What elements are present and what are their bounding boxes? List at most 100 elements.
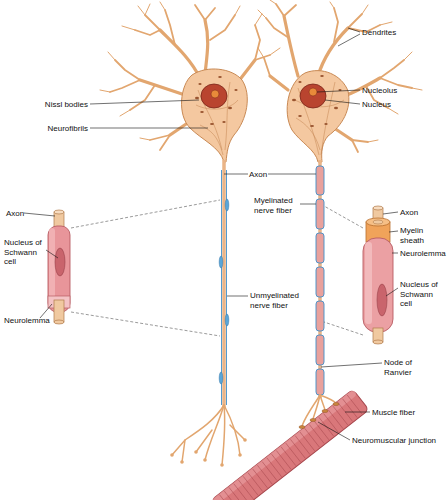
terminal-knobs	[194, 450, 198, 454]
nissl-bodies	[210, 123, 214, 125]
axon-terminals	[172, 405, 245, 465]
nissl-bodies	[298, 81, 301, 83]
leader-line	[345, 412, 370, 413]
leader-line	[24, 28, 398, 440]
leader-line	[321, 363, 382, 367]
dendrites	[140, 80, 188, 96]
muscle-fiber	[220, 395, 362, 500]
dendrites	[108, 52, 115, 60]
myelinated-axon	[316, 267, 324, 297]
inset-myelinated	[377, 284, 387, 316]
dendrites	[258, 10, 266, 18]
nissl-bodies	[195, 97, 199, 99]
nissl-bodies	[234, 89, 237, 91]
nissl-bodies	[334, 107, 338, 109]
dendrites	[145, 15, 160, 30]
nissl-bodies	[198, 83, 201, 85]
nissl-bodies	[298, 115, 302, 117]
neurofibrils	[200, 125, 223, 155]
dendrites	[255, 14, 262, 25]
inset-myelinated	[324, 322, 363, 335]
myelinated-axon	[316, 233, 324, 263]
dendrites	[404, 52, 412, 60]
part-label: Nucleus of Schwann cell	[400, 280, 446, 309]
nissl-bodies	[195, 75, 342, 127]
dendrites	[412, 88, 422, 90]
dendrites	[145, 4, 150, 15]
dendrites	[270, 0, 276, 4]
part-label: Node of Ranvier	[384, 358, 424, 377]
axon-terminals	[320, 395, 336, 403]
inset-unmyelinated	[55, 248, 65, 276]
leader-line	[300, 204, 316, 205]
dendrites	[284, 16, 298, 76]
unmyelinated-axon	[219, 160, 229, 408]
dendrites	[270, 48, 280, 55]
inset-myelinated	[363, 238, 393, 332]
part-label: Unmyelinated nerve fiber	[250, 291, 306, 310]
muscle-fiber	[276, 450, 291, 469]
myelinated-axon	[316, 335, 324, 365]
part-label: Dendrites	[362, 28, 422, 38]
terminal-knobs	[243, 438, 247, 442]
dendrites	[362, 5, 368, 14]
myelinated-axon	[316, 166, 324, 395]
dendrites	[334, 8, 338, 42]
dendrites	[258, 0, 422, 152]
dendrites	[368, 140, 378, 142]
unmyelinated-axon	[221, 170, 222, 405]
nissl-bodies	[218, 76, 222, 78]
dendrites	[135, 30, 160, 35]
dendrites	[352, 140, 368, 142]
inset-myelinated	[324, 206, 393, 344]
dendrites	[120, 110, 130, 116]
muscle-fiber	[234, 484, 249, 500]
dendrites	[380, 22, 392, 25]
neuromuscular-junction	[310, 418, 316, 421]
leader-line	[386, 288, 398, 296]
leader-line	[227, 296, 248, 297]
muscle-fiber	[267, 458, 282, 477]
terminal-knobs	[238, 453, 242, 457]
neuromuscular-junction	[299, 425, 305, 428]
cell-nucleus	[201, 84, 227, 108]
cell-body	[182, 69, 248, 162]
axon-terminals	[224, 405, 240, 455]
dendrites	[130, 85, 155, 110]
dendrites	[258, 48, 264, 58]
dendrites	[160, 2, 165, 10]
muscle-fiber	[328, 410, 343, 429]
part-label: Axon	[6, 209, 36, 219]
part-label: Neurofibrils	[8, 124, 88, 134]
muscle-fiber	[333, 406, 348, 425]
muscle-fiber	[305, 428, 320, 447]
part-label: Neurolemma	[4, 316, 52, 326]
unmyelinated-axon	[219, 372, 223, 384]
dendrites	[330, 2, 334, 8]
nissl-bodies	[324, 123, 327, 125]
leader-line	[392, 253, 398, 254]
muscle-fiber	[211, 389, 369, 500]
muscle-fiber	[300, 432, 315, 451]
dendrites	[138, 6, 145, 15]
part-label: Axon	[400, 208, 448, 218]
part-label: Nucleus of Schwann cell	[4, 238, 48, 267]
dendrites	[348, 14, 362, 28]
axon-terminals	[205, 405, 224, 460]
inset-myelinated	[373, 340, 383, 344]
part-label: Axon	[249, 170, 269, 180]
terminal-knobs	[170, 438, 247, 467]
muscle-fiber	[211, 389, 369, 500]
muscle-fiber	[238, 480, 253, 499]
dendrites	[160, 30, 200, 78]
dendrites	[334, 128, 352, 140]
myelinated-axon	[316, 301, 324, 331]
dendrites	[205, 20, 208, 74]
part-label: Nucleus	[362, 100, 422, 110]
nissl-bodies	[222, 121, 225, 123]
muscle-fiber	[347, 395, 362, 414]
part-label: Muscle fiber	[372, 408, 442, 418]
leader-line	[90, 100, 199, 104]
muscle-fiber	[257, 465, 272, 484]
neuromuscular-junction	[322, 409, 328, 412]
